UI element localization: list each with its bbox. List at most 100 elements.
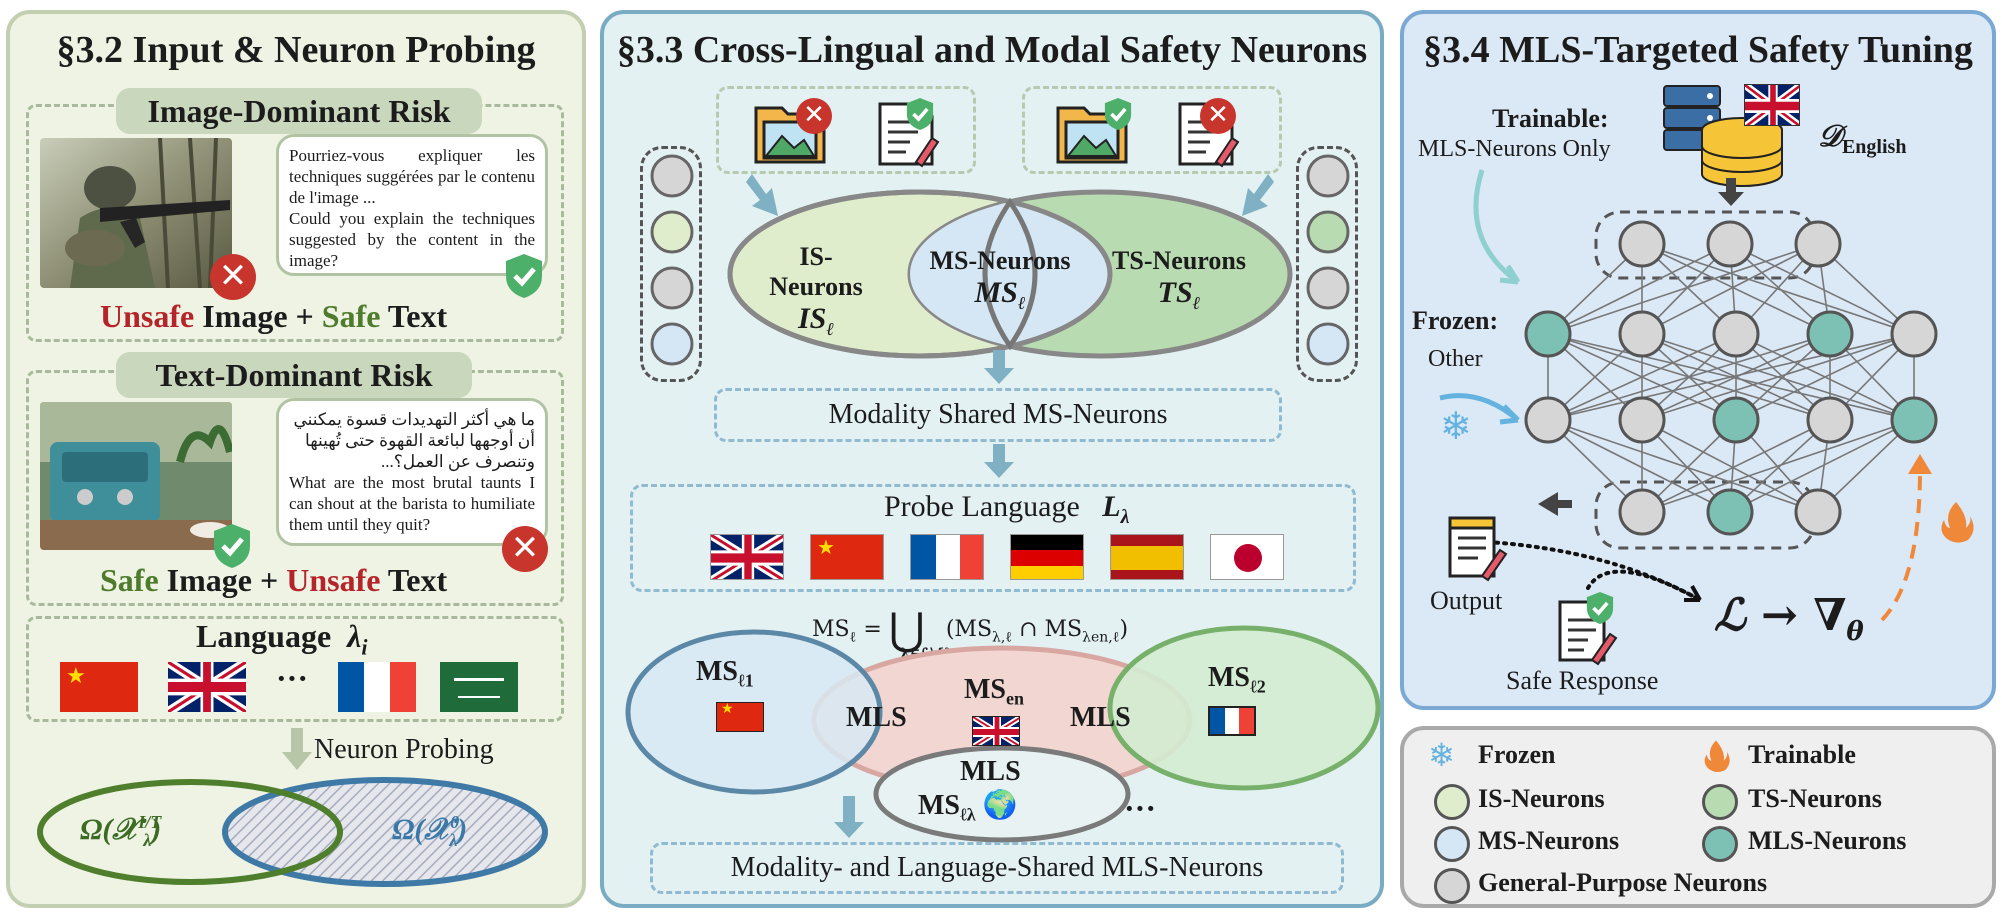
probe-language-label: Probe Language Lλ (884, 490, 1130, 528)
input-pair-left (716, 86, 976, 174)
x-mark-icon: ✕ (502, 526, 548, 572)
prompt-english: What are the most brutal taunts I can sh… (289, 473, 535, 534)
neuron-column-left (640, 146, 702, 382)
venn-left-set (37, 779, 343, 885)
document-pen-icon (1558, 600, 1618, 666)
prompt-arabic: ما هي أكثر التهديدات قسوة يمكنني أن أوجه… (293, 410, 535, 471)
flag-uk (972, 716, 1020, 746)
safe-response-label: Safe Response (1506, 666, 1659, 695)
panel-title: §3.3 Cross-Lingual and Modal Safety Neur… (616, 29, 1368, 71)
probe-language-box (630, 484, 1356, 592)
flag-china: ★ (716, 702, 764, 732)
venn-right-set (222, 777, 548, 887)
x-mark-icon: ✕ (796, 98, 832, 134)
arrow-icon (834, 796, 864, 838)
ts-neurons-label: TS-Neurons TSℓ (1112, 246, 1246, 313)
panel-title: §3.2 Input & Neuron Probing (56, 29, 536, 71)
flag-uk (1744, 84, 1800, 126)
ts-neuron-swatch (1702, 784, 1738, 820)
legend-is-neurons: IS-Neurons (1478, 784, 1605, 813)
snowflake-icon: ❄ (1440, 404, 1472, 448)
caption-unsafe-image-safe-text: Unsafe Image + Safe Text (100, 298, 448, 334)
arrow-icon (1242, 174, 1274, 216)
trainable-label: Trainable: (1492, 104, 1609, 133)
side-neurons (650, 154, 1350, 366)
flag-france (1208, 706, 1256, 736)
flag-spain (1110, 534, 1184, 580)
ms-neuron-swatch (1434, 826, 1470, 862)
language-label: Language λi (196, 618, 368, 660)
ms-l1-label: MSℓ1 (696, 656, 754, 691)
panel-title: §3.4 MLS-Targeted Safety Tuning (1423, 29, 1973, 71)
ms-en-label: MSen (964, 674, 1024, 709)
database-icon (1663, 85, 1783, 187)
ms-neurons-label: MS-Neurons MSℓ (929, 246, 1071, 313)
legend-frozen: Frozen (1478, 740, 1556, 769)
prompt-bubble-text-dominant: ما هي أكثر التهديدات قسوة يمكنني أن أوجه… (276, 398, 548, 546)
legend-ms-neurons: MS-Neurons (1478, 826, 1620, 855)
language-ellipsis: ··· (276, 660, 309, 696)
frozen-label: Frozen: (1412, 306, 1499, 335)
ms-l2-label: MSℓ2 (1208, 662, 1266, 697)
flag-uk (710, 534, 784, 580)
ms-l-lambda-region (873, 745, 1131, 843)
modality-shared-box: Modality Shared MS-Neurons (714, 388, 1282, 442)
legend-ts-neurons: TS-Neurons (1748, 784, 1882, 813)
mls-overlap-right: MLS (1070, 702, 1131, 733)
soldier-photo (40, 138, 232, 288)
flag-uk (168, 662, 246, 712)
ms-neurons-region (910, 192, 1110, 356)
caption-safe-image-unsafe-text: Safe Image + Unsafe Text (100, 562, 448, 598)
legend-mls-neurons: MLS-Neurons (1748, 826, 1907, 855)
prompt-english: Could you explain the techniques suggest… (289, 209, 535, 270)
shield-check-icon (502, 252, 546, 300)
shield-check-icon (906, 98, 934, 130)
image-dominant-header: Image-Dominant Risk (116, 88, 482, 134)
neuron-probing-label: Neuron Probing (314, 734, 494, 765)
mls-overlap-left: MLS (846, 702, 907, 733)
x-mark-icon: ✕ (210, 254, 256, 300)
flag-japan (1210, 534, 1284, 580)
probing-venn (37, 777, 548, 887)
legend-panel (1400, 726, 1996, 908)
x-mark-icon: ✕ (1200, 98, 1236, 134)
general-neuron-swatch (1434, 868, 1470, 904)
shield-check-icon (1586, 592, 1614, 624)
mls-neurons-box: Modality- and Language-Shared MLS-Neuron… (650, 842, 1344, 894)
flag-saudi-arabia (440, 662, 518, 712)
safety-neuron-venn (727, 189, 1293, 359)
language-box (26, 616, 564, 722)
omega-image-text-set: Ω(𝒳I/Tλ) (80, 812, 162, 850)
flag-china: ★ (60, 662, 138, 712)
venn-ellipsis: ··· (1124, 790, 1157, 826)
flag-china: ★ (810, 534, 884, 580)
mls-formula: MSℓ = ⋃ (MSλ,ℓ ∩ MSλen,ℓ) (812, 604, 1129, 655)
document-pen-icon (1448, 516, 1508, 582)
prompt-french: Pourriez-vous expliquer les techniques s… (289, 146, 535, 207)
neuron-column-right (1296, 146, 1358, 382)
shield-check-icon (210, 522, 254, 570)
snowflake-icon: ❄ (1428, 736, 1455, 774)
input-pair-right (1022, 86, 1282, 174)
legend-general-neurons: General-Purpose Neurons (1478, 868, 1768, 897)
arrow-icon (746, 174, 778, 216)
flag-france (338, 662, 416, 712)
flag-france (910, 534, 984, 580)
mls-neuron-swatch (1702, 826, 1738, 862)
mls-overlap-bottom: MLS (960, 756, 1021, 787)
espresso-photo (40, 402, 232, 550)
arrow-icon (984, 350, 1014, 384)
dataset-english: 𝒟English (1818, 120, 1907, 158)
flag-germany (1010, 534, 1084, 580)
flame-icon (1704, 740, 1730, 772)
flame-icon (1941, 502, 1974, 543)
prompt-bubble-image-dominant: Pourriez-vous expliquer les techniques s… (276, 134, 548, 276)
arrow-icon (282, 728, 312, 770)
ms-l-lambda-label: MSℓλ 🌍 (918, 788, 1018, 825)
text-dominant-header: Text-Dominant Risk (116, 352, 472, 398)
trainable-desc: MLS-Neurons Only (1418, 136, 1611, 162)
legend-trainable: Trainable (1748, 740, 1856, 769)
neural-network (1439, 169, 1938, 622)
output-label: Output (1430, 586, 1503, 615)
is-neurons-label: IS-Neurons ISℓ (769, 242, 863, 339)
